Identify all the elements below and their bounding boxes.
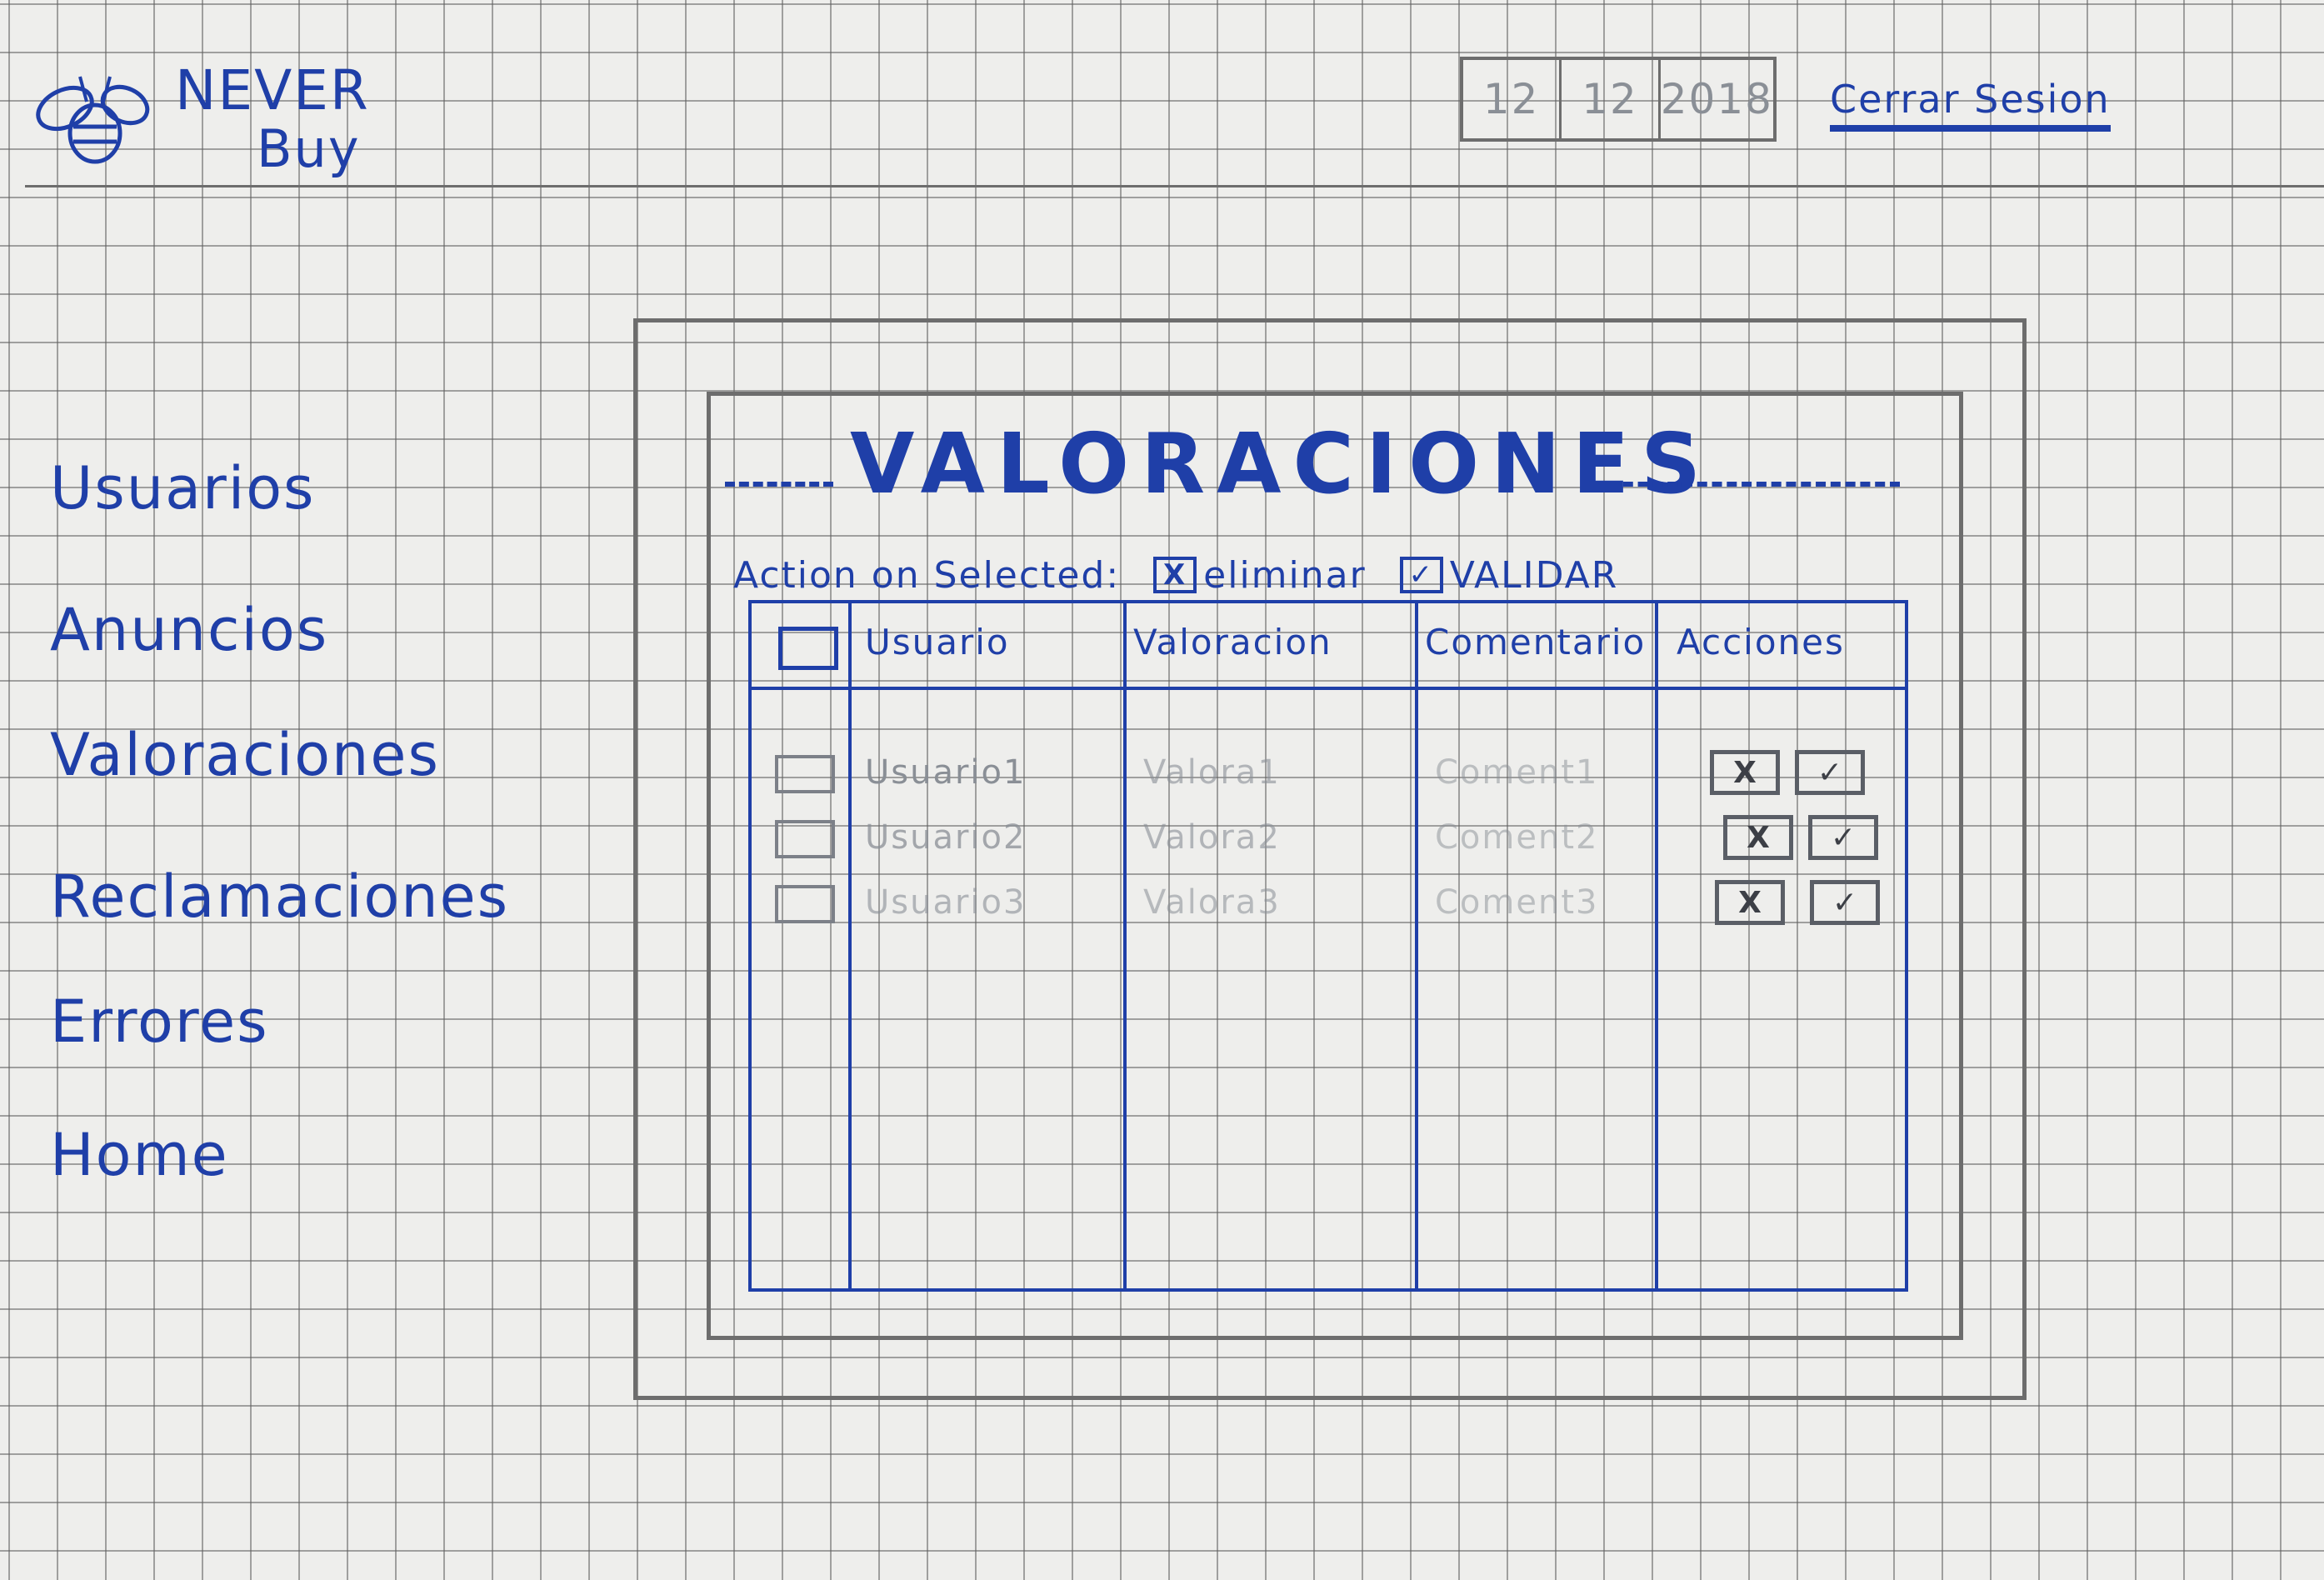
bulk-delete-label: eliminar <box>1203 553 1367 597</box>
cell-usuario: Usuario1 <box>865 753 1027 792</box>
row-checkbox[interactable] <box>775 885 835 923</box>
bulk-actions-label: Action on Selected: <box>733 553 1121 597</box>
table-row: Usuario1 Valora1 Coment1 X ✓ <box>752 747 1905 807</box>
check-icon[interactable]: ✓ <box>1795 750 1865 795</box>
column-header-valoracion[interactable]: Valoracion <box>1133 622 1332 662</box>
sidebar-item-anuncios[interactable]: Anuncios <box>50 596 329 664</box>
column-header-comentario[interactable]: Comentario <box>1425 622 1647 662</box>
check-icon[interactable]: ✓ <box>1808 815 1878 860</box>
content-outer-frame <box>633 318 2027 1400</box>
date-display: 12 12 2018 <box>1460 57 1777 142</box>
cell-valoracion: Valora2 <box>1143 818 1281 857</box>
bulk-delete-button[interactable]: X eliminar <box>1153 554 1367 597</box>
cell-comentario: Coment2 <box>1435 818 1599 857</box>
cell-usuario: Usuario3 <box>865 883 1027 922</box>
header-divider <box>752 687 1905 690</box>
sidebar-item-usuarios[interactable]: Usuarios <box>50 454 316 522</box>
column-header-acciones: Acciones <box>1677 622 1845 662</box>
cell-valoracion: Valora3 <box>1143 883 1281 922</box>
date-year: 2018 <box>1660 75 1773 123</box>
cell-comentario: Coment1 <box>1435 753 1599 792</box>
check-icon[interactable]: ✓ <box>1810 880 1880 925</box>
brand-name-line1: NEVER <box>175 58 370 122</box>
column-divider <box>1655 603 1658 1288</box>
ratings-table: Usuario Valoracion Comentario Acciones U… <box>748 600 1908 1292</box>
sidebar-item-errores[interactable]: Errores <box>50 988 269 1056</box>
brand-logo[interactable]: NEVER Buy <box>32 52 423 185</box>
sidebar-item-valoraciones[interactable]: Valoraciones <box>50 721 440 789</box>
sidebar-item-reclamaciones[interactable]: Reclamaciones <box>50 862 510 931</box>
cell-usuario: Usuario2 <box>865 818 1027 857</box>
select-all-checkbox[interactable] <box>778 627 838 670</box>
delete-icon[interactable]: X <box>1710 750 1780 795</box>
table-row: Usuario3 Valora3 Coment3 X ✓ <box>752 877 1905 937</box>
delete-icon: X <box>1153 557 1197 593</box>
check-icon: ✓ <box>1399 557 1443 593</box>
delete-icon[interactable]: X <box>1723 815 1793 860</box>
row-checkbox[interactable] <box>775 755 835 793</box>
sidebar-item-home[interactable]: Home <box>50 1121 229 1189</box>
column-divider <box>1415 603 1418 1288</box>
page-header: VALORACIONES <box>725 408 1908 512</box>
title-dash-left <box>725 482 833 487</box>
date-month: 12 <box>1562 60 1661 138</box>
table-row: Usuario2 Valora2 Coment2 X ✓ <box>752 812 1905 872</box>
title-dash-right <box>1608 482 1900 487</box>
header-divider <box>25 185 2324 188</box>
bulk-validate-button[interactable]: ✓ VALIDAR <box>1399 553 1619 597</box>
logout-link[interactable]: Cerrar Sesion <box>1830 77 2111 132</box>
bulk-actions-bar: Action on Selected: X eliminar ✓ VALIDAR <box>733 546 1618 604</box>
column-divider <box>1123 603 1127 1288</box>
cell-valoracion: Valora1 <box>1143 753 1281 792</box>
cell-comentario: Coment3 <box>1435 883 1599 922</box>
row-checkbox[interactable] <box>775 820 835 858</box>
column-divider <box>848 603 852 1288</box>
delete-icon[interactable]: X <box>1715 880 1785 925</box>
bulk-validate-label: VALIDAR <box>1449 553 1619 597</box>
bee-logo-icon <box>36 76 150 164</box>
date-day: 12 <box>1463 60 1562 138</box>
brand-name-line2: Buy <box>257 118 361 179</box>
column-header-usuario[interactable]: Usuario <box>865 622 1010 662</box>
page-title: VALORACIONES <box>850 415 1713 512</box>
content-inner-frame <box>707 392 1963 1340</box>
